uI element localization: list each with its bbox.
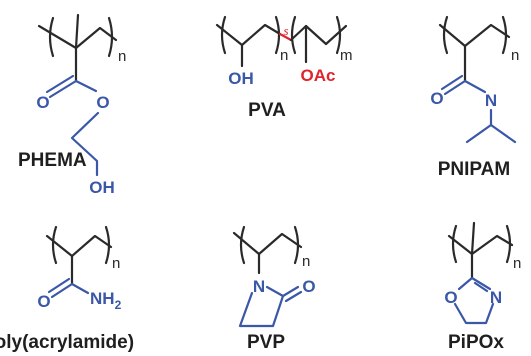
pipox-name: PiPOx: [448, 332, 504, 353]
pam-bracket-right: [104, 225, 111, 265]
pipox-ring-double-bond: [473, 281, 489, 293]
phema-hydroxyl: OH: [89, 178, 115, 197]
phema-bracket-left: [48, 16, 55, 58]
phema-ester-bond: [74, 79, 98, 93]
pvp-bracket-right: [293, 225, 300, 265]
polyacrylamide-structure: O NH2 n Poly(acrylamide): [0, 225, 134, 353]
pam-name: Poly(acrylamide): [0, 332, 134, 353]
pva-link-label: s: [283, 23, 288, 38]
pam-carbonyl-bond-1: [50, 282, 74, 299]
pam-carbonyl-bond-2: [47, 277, 71, 294]
pva-backbone-2: [289, 24, 348, 46]
pvp-backbone: [232, 231, 303, 256]
pnipam-carbonyl-bond-1: [443, 79, 467, 96]
pnipam-carbonyl-bond-2: [440, 74, 464, 91]
pipox-bracket-left: [451, 224, 458, 264]
pva-bracket-4: [335, 15, 342, 55]
pva-structure: OH OAc s n m PVA: [215, 15, 353, 121]
pvp-carbonyl-o: O: [302, 277, 315, 296]
pva-link-bond: [278, 32, 293, 42]
pvp-bracket-left: [239, 225, 246, 265]
phema-bracket-right: [107, 16, 114, 58]
pnipam-bracket-left: [442, 15, 449, 55]
phema-backbone: [37, 24, 118, 50]
pva-backbone-1: [215, 23, 282, 47]
phema-name: PHEMA: [18, 150, 87, 171]
phema-hydroxyethyl-chain: [70, 111, 100, 177]
pva-repeat-n: n: [280, 47, 288, 64]
pva-acetate: OAc: [301, 66, 336, 85]
pva-repeat-m: m: [340, 47, 353, 64]
phema-carbonyl-o: O: [36, 93, 49, 112]
pnipam-bracket-right: [501, 15, 508, 55]
pvp-name: PVP: [247, 332, 285, 353]
phema-methyl: [74, 13, 80, 50]
pnipam-backbone: [438, 23, 511, 48]
pipox-backbone: [447, 234, 514, 256]
pva-bracket-3: [290, 15, 297, 55]
pva-bracket-2: [274, 15, 281, 55]
phema-ester-o: O: [96, 93, 109, 112]
pvp-carbonyl-bond-1: [281, 285, 300, 298]
pvp-carbonyl-bond-2: [284, 290, 303, 303]
phema-repeat-n: n: [118, 48, 126, 65]
phema-carbonyl-bond-1: [48, 79, 78, 99]
pipox-bracket-right: [505, 224, 512, 264]
pvp-structure: N O n PVP: [232, 225, 316, 353]
phema-structure: O O OH n PHEMA: [18, 13, 126, 197]
pva-name: PVA: [248, 100, 286, 121]
pipox-methyl: [470, 221, 476, 256]
pam-carbonyl-o: O: [37, 292, 50, 311]
pva-hydroxyl: OH: [228, 69, 254, 88]
pvp-ring-n: N: [253, 277, 265, 296]
pnipam-name: PNIPAM: [438, 159, 510, 180]
phema-carbonyl-bond-2: [45, 74, 75, 94]
pnipam-structure: O N n PNIPAM: [430, 15, 519, 180]
pnipam-isopropyl: [465, 108, 517, 144]
pam-repeat-n: n: [112, 255, 120, 272]
pnipam-repeat-n: n: [511, 47, 519, 64]
pnipam-carbonyl-o: O: [430, 89, 443, 108]
pipox-ring: [453, 276, 495, 325]
pam-amine-subscript: 2: [115, 298, 122, 312]
pipox-structure: O N n PiPOx: [444, 221, 521, 353]
pipox-ring-n: N: [490, 288, 502, 307]
pva-bracket-1: [220, 15, 227, 55]
pam-amine-nh: NH: [90, 289, 115, 308]
pnipam-amide-n: N: [485, 91, 497, 110]
pvp-ring: [238, 285, 285, 328]
pvp-repeat-n: n: [302, 253, 310, 270]
pipox-ring-o: O: [444, 288, 457, 307]
pipox-repeat-n: n: [513, 255, 521, 272]
pam-bracket-left: [51, 225, 58, 265]
pam-amine: NH2: [90, 289, 122, 312]
pam-amine-bond: [70, 282, 90, 295]
pnipam-amide-bond: [463, 79, 487, 94]
pam-backbone: [45, 234, 113, 258]
